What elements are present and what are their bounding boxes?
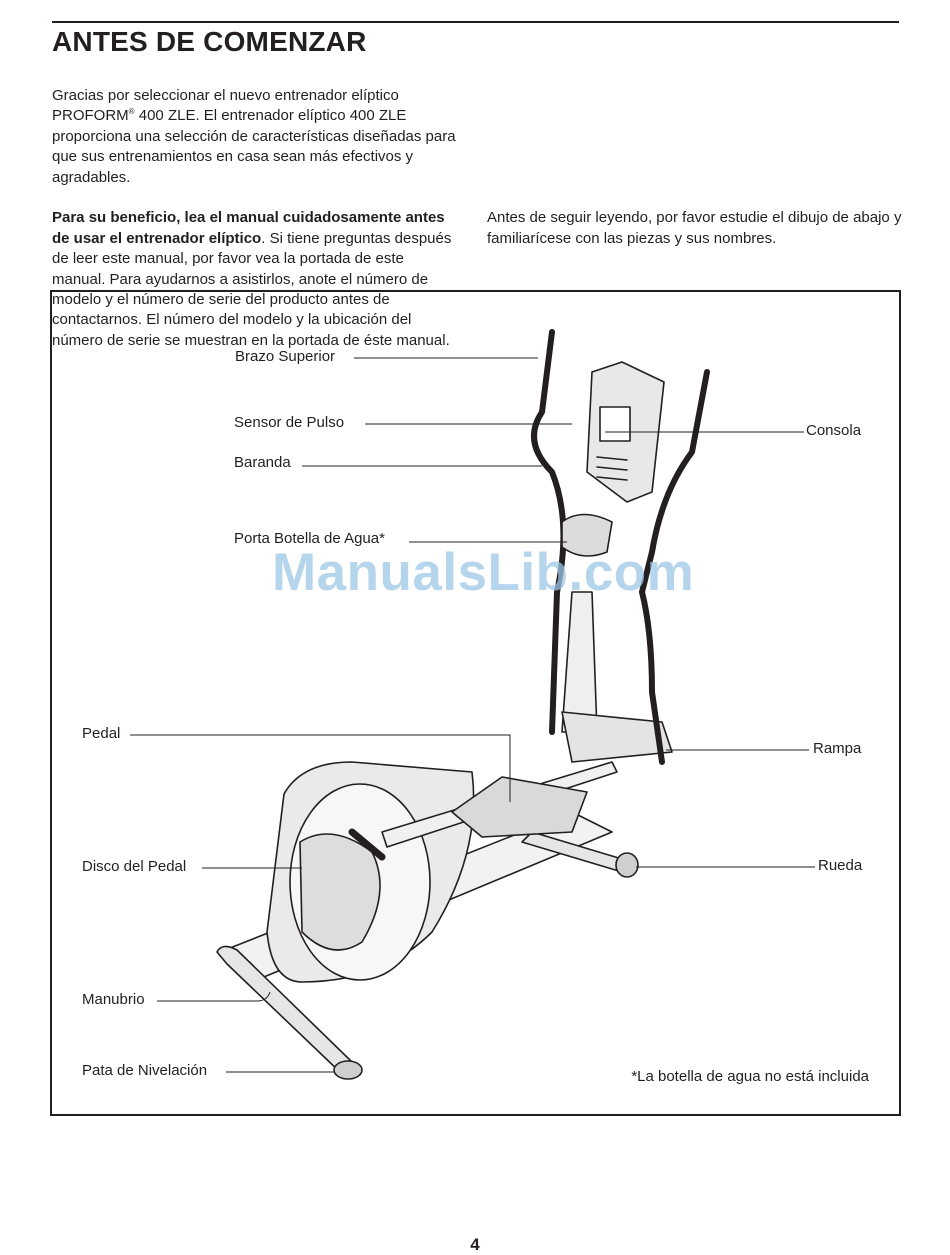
console-display bbox=[599, 406, 631, 442]
bottle-holder bbox=[561, 513, 613, 557]
intro-paragraph-1: Gracias por seleccionar el nuevo entrena… bbox=[52, 87, 456, 186]
intro-paragraph-3: Antes de seguir leyendo, por favor estud… bbox=[487, 209, 902, 247]
page-number: 4 bbox=[470, 1235, 480, 1254]
intro-paragraph-2: Para su beneficio, lea el manual cuidado… bbox=[52, 209, 452, 349]
pedal-platform bbox=[451, 776, 588, 838]
label-rueda: Rueda bbox=[818, 857, 863, 874]
label-rampa: Rampa bbox=[813, 740, 862, 757]
left-arm bbox=[531, 329, 567, 735]
watermark: ManualsLib.com bbox=[272, 543, 695, 602]
label-manubrio: Manubrio bbox=[82, 991, 145, 1008]
console-keys bbox=[596, 456, 628, 481]
label-pata-nivelacion: Pata de Nivelación bbox=[82, 1062, 208, 1079]
elliptical-trainer-illustration bbox=[130, 329, 815, 1080]
wheel-shape bbox=[615, 852, 639, 878]
intro-bold-notice: Para su beneficio, lea el manual cuidado… bbox=[52, 209, 445, 247]
ramp bbox=[561, 711, 673, 763]
top-rule bbox=[52, 21, 899, 23]
page-title: ANTES DE COMENZAR bbox=[52, 26, 367, 57]
right-arm bbox=[639, 369, 710, 765]
label-brazo-superior: Brazo Superior bbox=[235, 348, 336, 365]
label-baranda: Baranda bbox=[234, 454, 291, 471]
footnote: *La botella de agua no está incluida bbox=[631, 1068, 869, 1085]
leader-lines bbox=[130, 357, 815, 1073]
label-consola: Consola bbox=[806, 422, 862, 439]
leveling-foot bbox=[333, 1060, 363, 1080]
front-post bbox=[561, 591, 598, 733]
label-porta-botella: Porta Botella de Agua* bbox=[234, 530, 385, 547]
label-sensor-pulso: Sensor de Pulso bbox=[234, 414, 345, 431]
intro-column-right: Antes de seguir leyendo, por favor estud… bbox=[487, 86, 903, 270]
label-pedal: Pedal bbox=[82, 725, 121, 742]
intro-column-left: Gracias por seleccionar el nuevo entrena… bbox=[52, 86, 456, 372]
label-disco-pedal: Disco del Pedal bbox=[82, 858, 187, 875]
disc-inner bbox=[299, 833, 381, 951]
registered-mark: ® bbox=[128, 107, 135, 117]
crank-handle bbox=[348, 828, 386, 861]
parts-diagram: ManualsLib.com Brazo Superior Sensor de … bbox=[50, 290, 901, 1116]
